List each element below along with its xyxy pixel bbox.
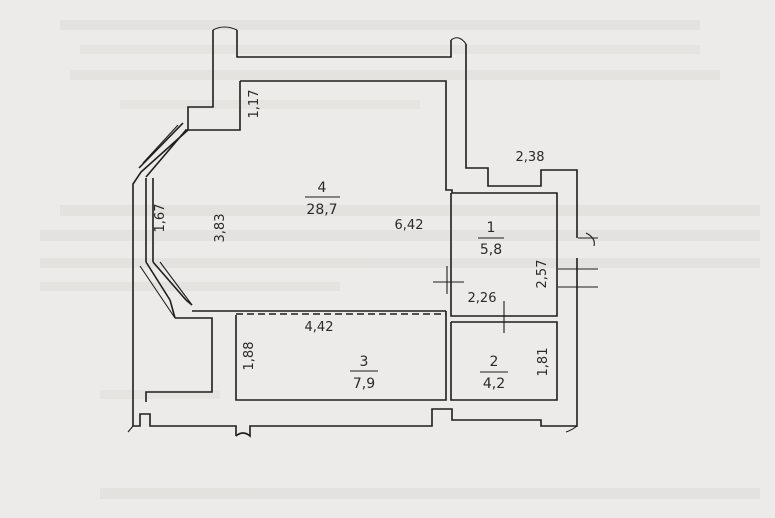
room-3-number: 3 bbox=[360, 354, 369, 370]
dimension-1-67: 1,67 bbox=[153, 204, 168, 233]
dimension-2-57: 2,57 bbox=[535, 260, 550, 289]
room-2-number: 2 bbox=[490, 354, 499, 370]
dimension-labels: 1,17 2,38 1,67 3,83 6,42 2,57 2,26 4,42 … bbox=[153, 90, 551, 377]
dimension-1-81: 1,81 bbox=[536, 348, 551, 377]
room-3-area: 7,9 bbox=[353, 376, 375, 392]
room-labels: 4 28,7 1 5,8 3 7,9 2 4,2 bbox=[306, 180, 505, 392]
background-bleed bbox=[40, 20, 760, 499]
walls bbox=[127, 26, 598, 438]
dimension-6-42: 6,42 bbox=[395, 218, 424, 233]
room-2-area: 4,2 bbox=[483, 376, 505, 392]
dimension-1-17: 1,17 bbox=[247, 90, 262, 119]
room-4-area: 28,7 bbox=[306, 202, 337, 218]
dimension-1-88: 1,88 bbox=[242, 342, 257, 371]
room-1-number: 1 bbox=[487, 220, 496, 236]
room-4-number: 4 bbox=[318, 180, 327, 196]
room-1-area: 5,8 bbox=[480, 242, 502, 258]
dimension-2-26: 2,26 bbox=[468, 291, 497, 306]
dimension-3-83: 3,83 bbox=[213, 214, 228, 243]
dimension-2-38: 2,38 bbox=[516, 150, 545, 165]
dimension-4-42: 4,42 bbox=[305, 320, 334, 335]
